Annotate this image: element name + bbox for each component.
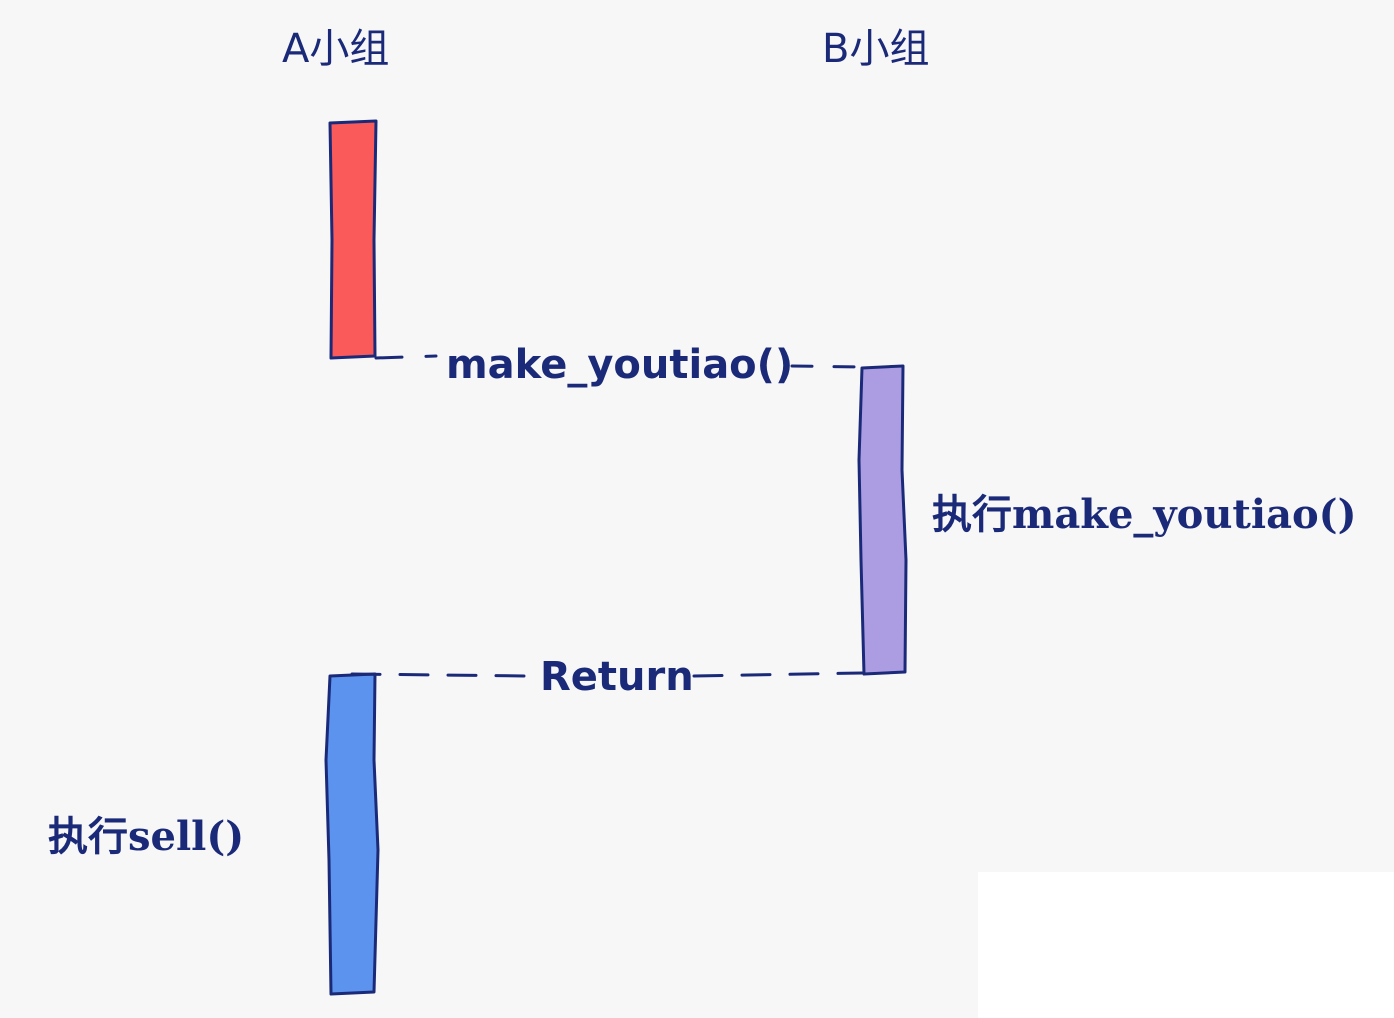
lane-title-a: A小组: [282, 26, 389, 72]
return-line-right: [692, 671, 864, 678]
call-line-left: [374, 354, 438, 360]
activation-bar-a-after: [324, 672, 380, 996]
activation-bar-a-before: [328, 119, 378, 360]
return-message-label: Return: [540, 654, 694, 700]
call-line-right: [790, 364, 864, 369]
lane-title-b: B小组: [822, 26, 929, 72]
call-message-label: make_youtiao(): [446, 342, 793, 388]
background-patch: [978, 872, 1394, 1018]
activation-bar-b: [857, 364, 908, 676]
note-b-exec: 执行make_youtiao(): [932, 491, 1357, 538]
return-line-left: [350, 672, 530, 678]
note-a-exec: 执行sell(): [48, 813, 244, 860]
